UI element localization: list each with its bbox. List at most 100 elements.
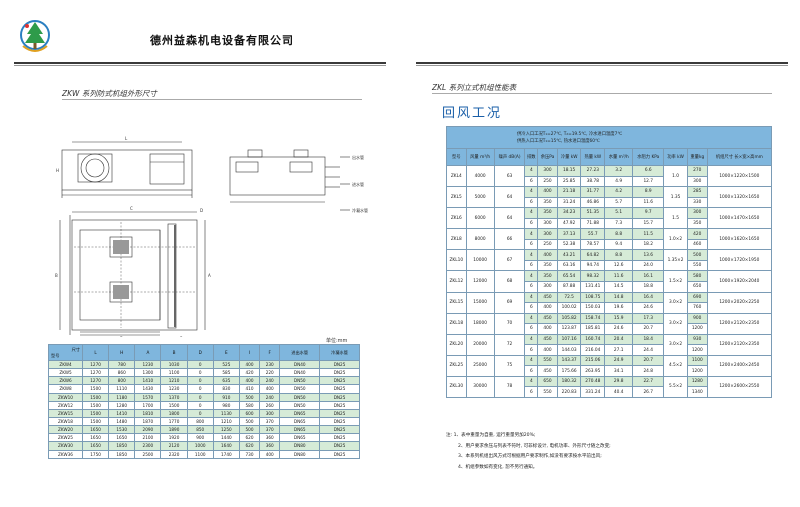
table-cell: 370: [259, 416, 281, 427]
table-cell: 800: [108, 376, 136, 386]
table-cell: 87.88: [556, 281, 582, 293]
table-cell: DN80: [279, 449, 321, 459]
table-cell: 12000: [465, 270, 495, 293]
table-cell: 31.77: [580, 186, 606, 198]
table-cell: 11.5: [632, 228, 665, 240]
table-cell: ZKL4: [446, 164, 467, 188]
col-header: 进出水管: [279, 344, 321, 361]
table-cell: 67: [493, 249, 526, 272]
table-cell: 4: [524, 249, 539, 261]
table-cell: 230: [259, 359, 281, 370]
table-cell: ZKW10: [48, 392, 83, 402]
table-cell: DN40: [279, 359, 321, 370]
table-cell: ZKW8: [48, 384, 83, 394]
table-cell: DN25: [319, 449, 360, 459]
table-cell: 1410: [108, 408, 136, 418]
table-cell: 78.57: [580, 238, 606, 251]
table-cell: 1100: [160, 368, 188, 378]
table-cell: 1270: [81, 359, 110, 370]
table-cell: ZKL15: [446, 291, 467, 314]
zkl-table-body: 供冷入口工况T₁=27℃, T₂=19.5℃, 冷水进口温度7℃ 供热入口工况T…: [446, 126, 773, 399]
table-cell: 370: [259, 425, 281, 435]
col-header: F: [259, 344, 281, 361]
table-cell: 4.9: [604, 175, 634, 188]
table-cell: 1110: [108, 384, 136, 394]
table-cell: 13.6: [632, 249, 665, 261]
table-cell: 150.03: [580, 302, 606, 314]
table-cell: 850: [186, 425, 214, 435]
table-cell: 1530: [108, 425, 136, 435]
table-cell: 650: [537, 375, 558, 388]
table-cell: 780: [108, 359, 136, 370]
col-header: 排数: [524, 148, 539, 166]
table-cell: 8.8: [604, 249, 634, 261]
table-cell: 24.9: [604, 354, 634, 367]
table-cell: DN65: [279, 425, 321, 435]
table-cell: 11.6: [632, 196, 665, 209]
col-header: 热量 kW: [580, 148, 606, 166]
table-cell: 9.4: [604, 238, 634, 251]
table-cell: 400: [259, 449, 281, 459]
table-cell: 105.82: [556, 312, 582, 325]
table-cell: 64: [493, 207, 526, 230]
table-cell: 20.7: [632, 323, 665, 335]
table-cell: 1100: [686, 354, 708, 367]
table-cell: 34.1: [604, 365, 634, 377]
dim-l-label: L: [125, 136, 128, 141]
table-cell: 1740: [212, 449, 240, 459]
col-header: B: [160, 344, 188, 361]
table-cell: 1000×1920×2040: [706, 270, 773, 293]
table-cell: DN25: [319, 392, 360, 402]
table-cell: 635: [212, 376, 240, 386]
table-cell: 1.35: [663, 186, 688, 209]
table-cell: 1850: [108, 449, 136, 459]
table-cell: 24.0: [632, 259, 665, 272]
table-cell: 25.85: [556, 175, 582, 188]
zkl-performance-table: 供冷入口工况T₁=27℃, T₂=19.5℃, 冷水进口温度7℃ 供热入口工况T…: [446, 126, 773, 399]
table-cell: 70: [493, 312, 526, 335]
table-cell: 71.88: [580, 217, 606, 230]
table-cell: 500: [238, 416, 261, 427]
table-cell: 123.87: [556, 323, 582, 335]
table-cell: 38.78: [580, 175, 606, 188]
table-cell: 4: [524, 354, 539, 367]
table-cell: 550: [537, 386, 558, 399]
col-header: 功率 kW: [663, 148, 688, 166]
table-cell: 450: [537, 291, 558, 304]
table-cell: 175.66: [556, 365, 582, 377]
table-cell: 27.23: [580, 165, 606, 177]
table-cell: 300: [537, 165, 558, 177]
table-cell: 860: [108, 368, 136, 378]
table-cell: 420: [686, 228, 708, 240]
table-cell: 8.9: [632, 186, 665, 198]
table-cell: 26.7: [632, 386, 665, 399]
table-cell: 240: [259, 376, 281, 386]
table-cell: ZKW18: [48, 416, 83, 427]
condition-header: 供冷入口工况T₁=27℃, T₂=19.5℃, 冷水进口温度7℃ 供热入口工况T…: [446, 126, 772, 149]
table-cell: 260: [259, 400, 281, 410]
table-cell: 6: [524, 386, 539, 399]
table-cell: 107.16: [556, 333, 582, 346]
table-cell: DN25: [319, 408, 360, 418]
table-cell: 20.7: [632, 354, 665, 367]
table-cell: 600: [238, 408, 261, 418]
col-header: 余压Pa: [537, 148, 558, 166]
table-cell: 450: [537, 333, 558, 346]
table-cell: 450: [537, 312, 558, 325]
heating-condition: 供热入口工况T₁=15℃, 热水进口温度60℃: [517, 138, 600, 144]
header-divider-left: [14, 62, 386, 64]
table-cell: 500: [238, 392, 261, 402]
table-cell: 4: [524, 312, 539, 325]
table-cell: 300: [537, 217, 558, 230]
table-cell: 1340: [686, 386, 708, 399]
